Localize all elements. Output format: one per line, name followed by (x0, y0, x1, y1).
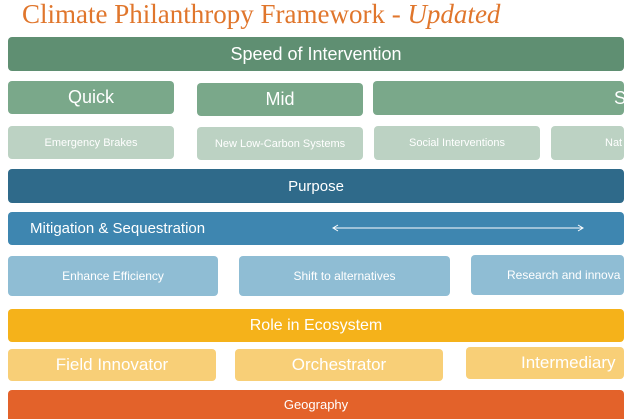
role-item-label: Orchestrator (291, 355, 387, 374)
geography-header: Geography (8, 390, 624, 419)
role-header-label: Role in Ecosystem (249, 316, 383, 334)
speed-category-label: Mid (265, 89, 295, 109)
role-item-field-innovator: Field Innovator (8, 349, 216, 381)
purpose-header: Purpose (8, 169, 624, 203)
role-in-ecosystem-header: Role in Ecosystem (8, 309, 624, 342)
double-arrow-icon (332, 224, 584, 232)
speed-item-social-interventions: Social Interventions (374, 126, 540, 160)
mitigation-sequestration-label: Mitigation & Sequestration (30, 220, 206, 237)
purpose-item-research-and-innovation: Research and innova (471, 255, 624, 295)
speed-item-new-low-carbon-systems: New Low-Carbon Systems (197, 127, 363, 160)
speed-category-mid: Mid (197, 83, 363, 116)
speed-of-intervention-header: Speed of Intervention (8, 37, 624, 71)
speed-item-label: Emergency Brakes (44, 136, 138, 149)
title-main: Climate Philanthropy Framework - (22, 0, 408, 29)
speed-category-slow: S (373, 81, 624, 115)
speed-item-label: Social Interventions (409, 137, 505, 149)
purpose-header-label: Purpose (288, 177, 344, 195)
purpose-item-label: Enhance Efficiency (62, 269, 164, 283)
role-item-intermediary: Intermediary (466, 347, 624, 379)
purpose-item-label: Research and innova (507, 268, 621, 282)
speed-item-natural: Nat (551, 126, 624, 160)
geography-header-label: Geography (283, 397, 349, 412)
speed-item-label: Nat (605, 137, 623, 149)
framework-title: Climate Philanthropy Framework - Updated (22, 0, 500, 32)
purpose-item-label: Shift to alternatives (293, 269, 396, 283)
purpose-item-enhance-efficiency: Enhance Efficiency (8, 256, 218, 296)
title-emphasis: Updated (407, 0, 501, 29)
role-item-label: Field Innovator (55, 355, 169, 374)
speed-category-label: Quick (67, 87, 114, 107)
speed-header-label: Speed of Intervention (230, 43, 402, 64)
speed-category-label: S (613, 87, 624, 108)
role-item-label: Intermediary (521, 353, 616, 372)
speed-item-label: New Low-Carbon Systems (214, 137, 346, 150)
speed-item-emergency-brakes: Emergency Brakes (8, 126, 174, 159)
speed-category-quick: Quick (8, 81, 174, 114)
purpose-item-shift-to-alternatives: Shift to alternatives (239, 256, 450, 296)
role-item-orchestrator: Orchestrator (235, 349, 443, 381)
